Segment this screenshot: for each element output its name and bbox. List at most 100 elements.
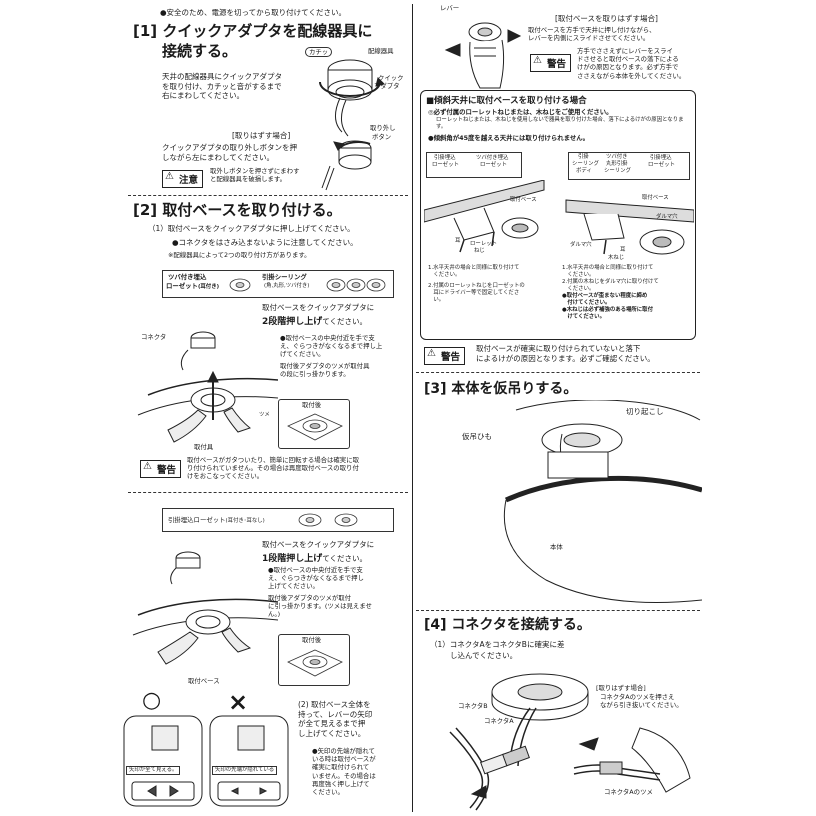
s2-warning-text: 取付ベースがガタついたり、簡単に回転する場合は確実に取 り付けられていません。そ… bbox=[187, 456, 407, 481]
notch-label: 切り起こし bbox=[626, 407, 664, 416]
slope-warning-text: 取付ベースが確実に取り付けられていないと落下 によるけがの原因となります。必ずご… bbox=[476, 344, 700, 363]
type-b-label: 引掛シーリング bbox=[262, 273, 307, 281]
base-remove-line: レバーを内側にスライドさせてください。 bbox=[528, 34, 650, 43]
s1-caution: 注意 bbox=[162, 168, 204, 188]
slope-base-label: 取付ベース bbox=[510, 197, 537, 203]
s4-title-text: コネクタを接続する。 bbox=[451, 617, 591, 633]
slope-illustration bbox=[424, 180, 694, 255]
push2-rest: てください。 bbox=[322, 317, 368, 326]
after-install-box-2 bbox=[278, 634, 350, 686]
push1-line-a: 取付ベースをクイックアダプタに bbox=[262, 540, 375, 549]
s2-warning: 警告 bbox=[140, 458, 182, 478]
s4-remove-line: コネクタAのツメを押さえ bbox=[600, 693, 675, 701]
slope-left-step: ください。 bbox=[428, 272, 461, 278]
fixture-types-box-2 bbox=[162, 508, 394, 532]
s4-remove-body: コネクタAのツメを押さえ ながら引き抜いてください。 bbox=[600, 693, 710, 709]
safety-note: ●安全のため、電源を切ってから取り付けてください。 bbox=[160, 8, 346, 17]
after-install-detail-2 bbox=[287, 649, 343, 677]
warning-line: ささえながら本体を外してください。 bbox=[577, 71, 686, 80]
push1-rest: てください。 bbox=[322, 554, 368, 563]
type-a-label: ツバ付き埋込 bbox=[168, 273, 207, 281]
s4-title: [4] コネクタを接続する。 bbox=[424, 617, 591, 634]
slope-base-label-2: 取付ベース bbox=[642, 195, 669, 201]
remove-button-label-b: ボタン bbox=[372, 133, 392, 141]
slope-knurl-b: ねじ bbox=[474, 248, 485, 254]
s4-title-num: [4] bbox=[424, 617, 447, 633]
slope-lbl-d3: シーリング bbox=[604, 168, 631, 174]
lever-hand-illustration bbox=[444, 22, 522, 89]
warning-line: けをおこなってください。 bbox=[187, 472, 264, 481]
adapter-label-b: アダプタ bbox=[374, 82, 400, 90]
push2-line-a: 取付ベースをクイックアダプタに bbox=[262, 303, 375, 312]
s1-caution-text: 取外しボタンを押さずにまわす と配線器具を破損します。 bbox=[210, 167, 299, 183]
type-a-label-b: ローゼット(耳付き) bbox=[166, 282, 219, 291]
s2-step2: (2) 取付ベース全体を 持って、レバーの矢印 が全て見えるまで押 し上げてくだ… bbox=[298, 700, 408, 738]
base-remove-head: [取付ベースを取りはずす場合] bbox=[555, 14, 658, 23]
s1-remove-head: [取りはずす場合] bbox=[232, 131, 291, 140]
s2-title: [2] 取付ベースを取り付ける。 bbox=[133, 201, 342, 219]
warning-line: 取付ベースがガタついたり、簡単に回転する場合は確実に取 bbox=[187, 456, 359, 464]
s1-body-line: 右にまわしてください。 bbox=[162, 91, 245, 100]
slope-left-steps: 1.水平天井の場合と同様に取り付けて ください。 2.付属のローレットねじを口ー… bbox=[428, 265, 564, 304]
slope-note1: ◎必ず付属のローレットねじまたは、木ねじをご使用ください。 bbox=[428, 108, 613, 116]
slope-lbl-a1: 引掛埋込 bbox=[434, 155, 456, 161]
caution-line: と配線器具を破損します。 bbox=[210, 175, 287, 184]
slope-right-step: ください。 bbox=[562, 272, 595, 278]
adapter-label-a: クイック bbox=[378, 74, 404, 82]
lever-label: レバー bbox=[440, 4, 460, 12]
slope-daruma-label-2: ダルマ穴 bbox=[570, 242, 592, 248]
push1-line-b: 1段階押し上げてください。 bbox=[262, 551, 367, 564]
slope-left-step: い。 bbox=[428, 297, 445, 303]
column-divider bbox=[412, 4, 413, 812]
divider bbox=[128, 195, 408, 196]
connector-a-label: コネクタA bbox=[484, 717, 514, 725]
type-c-label: 引掛埋込ローゼット(耳付き･耳なし) bbox=[168, 516, 265, 525]
ng-caption: 矢印の先端が隠れている bbox=[212, 766, 278, 775]
slope-ear-label-2: 耳 bbox=[620, 247, 626, 253]
s3-title: [3] 本体を仮吊りする。 bbox=[424, 381, 577, 398]
slope-right-step: けてください。 bbox=[562, 314, 605, 320]
hold-line: げてください。 bbox=[280, 350, 325, 359]
s2-step2-bullet: ●矢印の先端が隠れて いる時は取付ベースが 確実に取付けられて いません。その場… bbox=[312, 747, 408, 796]
push2-emph: 2段階押し上げ bbox=[262, 317, 323, 327]
s2-bullet2: ※配線器具によって2つの取り付け方があります。 bbox=[168, 251, 311, 259]
ng-mark: × bbox=[228, 688, 249, 716]
s1-title-num: [1] bbox=[133, 22, 158, 40]
slope-lbl-b1: ツバ付き埋込 bbox=[476, 155, 509, 161]
slope-right-step: 付けてください。 bbox=[562, 300, 611, 306]
slope-fixture-box-right bbox=[568, 152, 690, 180]
base-plate-illustration-1 bbox=[137, 331, 278, 443]
divider bbox=[416, 372, 700, 373]
caution-line: 取外しボタンを押さずにまわす bbox=[210, 167, 300, 175]
warning-line: 方手でささえずにレバーをスライ bbox=[577, 47, 673, 55]
lever-comparison-illustration bbox=[123, 715, 289, 807]
step2-bullet-line: ください。 bbox=[312, 788, 344, 797]
s1-body: 天井の配線器具にクイックアダプタ を取り付け、カチッと音がするまで 右にまわして… bbox=[162, 72, 312, 101]
divider bbox=[416, 610, 700, 611]
connector-label: コネクタ bbox=[141, 333, 167, 341]
slope-lbl-d1: ツバ付き bbox=[606, 154, 628, 160]
step2-bullet-line: いる時は取付ベースが bbox=[312, 755, 376, 764]
warning-line: によるけがの原因となります。必ずご確認ください。 bbox=[476, 353, 655, 363]
s2-bullet1: ●コネクタをはさみ込まないように注意してください。 bbox=[172, 238, 358, 247]
slope-left-step: 耳にドライバー等で固定してくださ bbox=[428, 290, 520, 296]
slope-note2: ●傾斜角が45度を越える天井には取り付けられません。 bbox=[428, 134, 590, 142]
warning-line: けがの原因となります。必ず方手で bbox=[577, 63, 679, 72]
fixture-types-box-1 bbox=[162, 270, 394, 298]
slope-lbl-c2: シーリング bbox=[572, 161, 599, 167]
type-b-sub: (角,丸形,ツバ付き) bbox=[264, 283, 310, 289]
s4-remove-line: ながら引き抜いてください。 bbox=[600, 701, 683, 710]
claw-label: ツメ bbox=[259, 412, 270, 418]
connector-a-claw-label: コネクタAのツメ bbox=[604, 788, 653, 796]
slope-lbl-a2: ローゼット bbox=[432, 162, 459, 168]
remove-button-label-a: 取り外し bbox=[370, 124, 396, 132]
hold-line: の段に引っ掛かります。 bbox=[280, 369, 350, 378]
s1-body-line: 天井の配線器具にクイックアダプタ bbox=[162, 72, 282, 81]
slope-woodscrew-label: 木ねじ bbox=[608, 255, 625, 261]
s1-remove-line: しながら左にまわしてください。 bbox=[162, 152, 275, 162]
catch-callout: カチッ bbox=[305, 47, 333, 58]
slope-daruma-label: ダルマ穴 bbox=[656, 214, 678, 220]
body-label: 本体 bbox=[550, 543, 563, 551]
slope-left-step: 1.水平天井の場合と同様に取り付けて bbox=[428, 265, 520, 271]
s3-title-text: 本体を仮吊りする。 bbox=[451, 381, 578, 397]
